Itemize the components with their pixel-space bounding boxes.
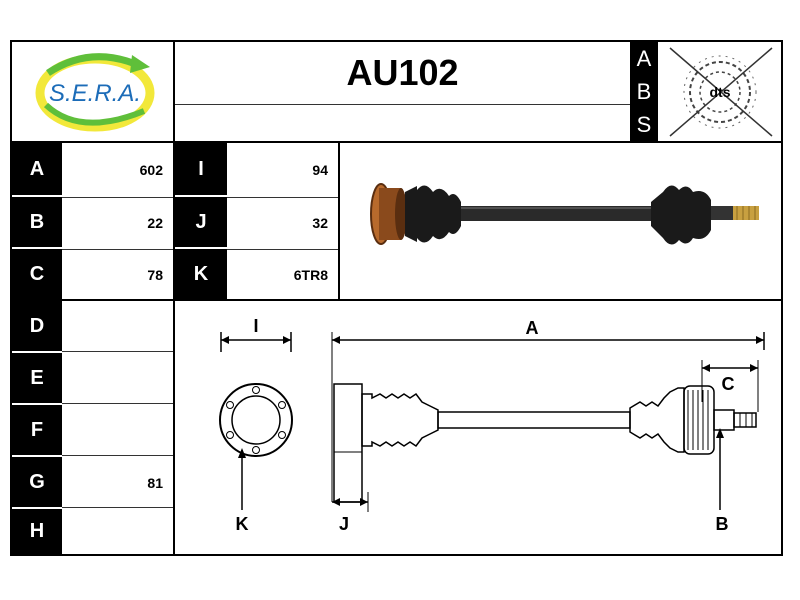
spec-value-j: 32 — [312, 215, 328, 231]
dim-label-j: J — [339, 514, 349, 534]
spec-label-f: F — [12, 405, 62, 455]
spec-label-k: K — [175, 249, 227, 299]
spec-value-g: 81 — [147, 475, 163, 491]
spec-label-a: A — [12, 143, 62, 195]
dim-label-a: A — [526, 318, 539, 338]
spec-label-j: J — [175, 197, 227, 247]
part-number-title: AU102 — [346, 52, 459, 93]
spec-label-b: B — [12, 197, 62, 247]
brand-text: S.E.R.A. — [49, 80, 141, 107]
spec-value-a: 602 — [139, 162, 163, 178]
abs-letter-a: A — [636, 45, 652, 71]
dim-label-b: B — [716, 514, 729, 534]
dts-crossed-gear-icon: dts — [660, 44, 780, 140]
spec-label-i: I — [175, 143, 227, 195]
spec-value-d — [62, 301, 173, 353]
spec-value-e — [62, 353, 173, 405]
spec-label-e: E — [12, 353, 62, 403]
spec-value-c: 78 — [147, 267, 163, 283]
spec-label-h: H — [12, 509, 62, 554]
spec-value-h — [62, 509, 173, 554]
abs-indicator: A B S — [630, 42, 658, 142]
spec-value-f — [62, 405, 173, 457]
brand-logo: S.E.R.A. — [20, 45, 170, 137]
dim-label-i: I — [253, 316, 258, 336]
spec-label-g: G — [12, 457, 62, 507]
spec-value-b: 22 — [147, 215, 163, 231]
spec-value-k: 6TR8 — [293, 267, 328, 283]
spec-value-i: 94 — [312, 162, 328, 178]
abs-letter-b: B — [636, 78, 652, 104]
dimension-diagram: I K A — [176, 302, 781, 554]
abs-letter-s: S — [636, 112, 652, 138]
dim-label-k: K — [236, 514, 249, 534]
dim-label-c: C — [722, 374, 735, 394]
dts-text: dts — [710, 84, 731, 100]
drive-shaft-photo — [345, 150, 777, 290]
spec-label-d: D — [12, 301, 62, 351]
spec-label-c: C — [12, 249, 62, 299]
